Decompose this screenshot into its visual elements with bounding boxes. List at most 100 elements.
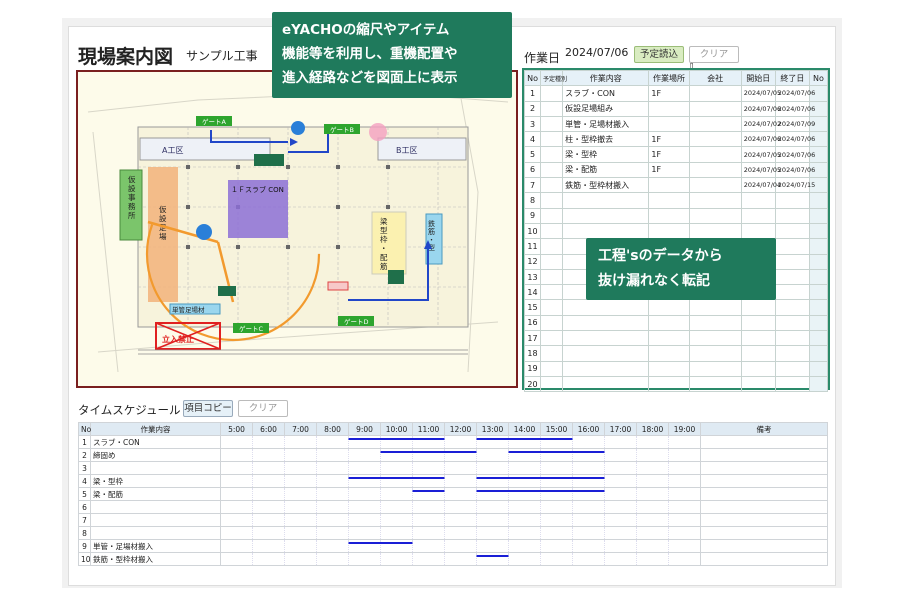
row-content: 鉄筋・型枠材搬入 [562, 177, 650, 194]
schedule-row[interactable]: 8 [78, 526, 828, 540]
hour-label: 13:00 [476, 422, 509, 436]
row-place: 1F [648, 161, 690, 179]
row-content: 梁・型枠 [562, 146, 650, 163]
row-place [648, 115, 690, 133]
no-entry-label: 立入禁止 [162, 334, 194, 344]
row-no: 2 [523, 100, 542, 117]
row-no: 16 [523, 314, 542, 332]
callout-line: eYACHOの縮尺やアイテム [282, 22, 450, 38]
row-start: 2024/07/06 [740, 100, 781, 117]
gate-c-label: ゲートC [239, 324, 264, 333]
gate-b-label: ゲートB [330, 125, 354, 134]
row-no: 19 [523, 360, 542, 377]
table-row[interactable]: 19 [523, 360, 829, 377]
hour-label: 15:00 [540, 422, 573, 436]
hour-label: 19:00 [668, 422, 701, 436]
gate-d-label: ゲートD [344, 317, 369, 326]
scaffold-label: 仮設足場 [159, 204, 167, 241]
row-content: 単管・足場材搬入 [562, 115, 650, 133]
col-place: 作業場所 [648, 69, 690, 87]
row-end: 2024/07/15 [774, 177, 815, 194]
hour-label: 11:00 [412, 422, 445, 436]
row-no: 15 [523, 299, 542, 316]
table-row[interactable]: 10 [523, 222, 829, 240]
hour-label: 7:00 [284, 422, 317, 436]
copy-items-button[interactable]: 項目コピー [183, 400, 233, 417]
transfer-callout: 工程'sのデータから 抜け漏れなく転記 [586, 238, 776, 300]
row-start: 2024/07/05 [740, 161, 781, 179]
schedule-label: タイムスケジュール [78, 403, 181, 417]
time-schedule-table[interactable]: No 作業内容 5:00 6:00 7:00 8:00 9:00 10:00 1… [78, 422, 828, 566]
col-no-right: No [808, 69, 829, 87]
callout-line: 進入経路などを図面上に表示 [282, 70, 458, 86]
row-no: 18 [523, 345, 542, 362]
area-b-label: B工区 [396, 146, 418, 155]
table-row[interactable]: 17 [523, 330, 829, 347]
row-start: 2024/07/05 [740, 146, 781, 163]
row-content: 柱・型枠撤去 [562, 131, 650, 148]
row-no: 9 [523, 207, 542, 224]
row-content: 仮設足場組み [562, 100, 650, 117]
schedule-row[interactable]: 7 [78, 513, 828, 527]
row-place [648, 177, 690, 194]
gate-a-label: ゲートA [202, 117, 227, 126]
schedule-clear-button[interactable]: クリア [238, 400, 288, 417]
col-no: No [523, 69, 542, 87]
sched-row-no: 10 [78, 552, 91, 566]
sched-col-content: 作業内容 [90, 422, 221, 436]
site-plan[interactable]: A工区 B工区 仮設事務所 仮設足場 １Ｆスラブ CON 梁型枠・配筋 鉄筋・型 [76, 70, 518, 388]
feature-callout: eYACHOの縮尺やアイテム 機能等を利用し、重機配置や 進入経路などを図面上に… [272, 12, 512, 98]
col-content: 作業内容 [562, 69, 650, 87]
schedule-bars [348, 438, 605, 557]
work-date-field[interactable]: 2024/07/06 [565, 46, 629, 59]
row-start: 2024/07/04 [740, 177, 781, 194]
table-row[interactable]: 15 [523, 299, 829, 316]
row-no: 4 [523, 131, 542, 148]
rebar-label: 鉄筋・型 [428, 219, 435, 252]
row-end: 2024/07/06 [774, 131, 815, 148]
row-end: 2024/07/09 [774, 115, 815, 133]
sched-row-note[interactable] [700, 552, 828, 566]
callout-line: 機能等を利用し、重機配置や [282, 46, 458, 62]
row-no: 1 [523, 85, 542, 102]
clear-button[interactable]: クリア [689, 46, 739, 63]
row-no: 17 [523, 330, 542, 347]
row-place: 1F [648, 85, 690, 102]
table-row[interactable]: 20 [523, 375, 829, 393]
hour-label: 17:00 [604, 422, 637, 436]
table-row[interactable]: 9 [523, 207, 829, 224]
table-row[interactable]: 16 [523, 314, 829, 332]
row-start: 2024/07/02 [740, 115, 781, 133]
callout-line: 工程'sのデータから [598, 248, 723, 264]
row-no: 11 [523, 238, 542, 255]
row-no: 6 [523, 161, 542, 179]
col-company: 会社 [688, 69, 742, 87]
load-schedule-button[interactable]: 予定読込 [634, 46, 684, 63]
page-title: 現場案内図 [78, 46, 174, 68]
pipe-label: 単管足場材 [172, 305, 205, 314]
table-row[interactable]: 18 [523, 345, 829, 362]
area-a-label: A工区 [162, 146, 183, 155]
beam-label: 梁型枠・配筋 [380, 217, 388, 271]
office-label: 仮設事務所 [128, 174, 136, 220]
row-start: 2024/07/05 [740, 85, 781, 102]
table-row[interactable]: 8 [523, 192, 829, 209]
row-no: 14 [523, 284, 542, 301]
row-no: 5 [523, 146, 542, 163]
col-start: 開始日 [740, 69, 776, 87]
site-plan-drawing: A工区 B工区 仮設事務所 仮設足場 １Ｆスラブ CON 梁型枠・配筋 鉄筋・型 [78, 72, 516, 386]
work-date-label: 作業日 [524, 51, 561, 65]
col-end: 終了日 [774, 69, 810, 87]
slab-label: １Ｆスラブ CON [231, 185, 284, 194]
row-no: 10 [523, 222, 542, 240]
